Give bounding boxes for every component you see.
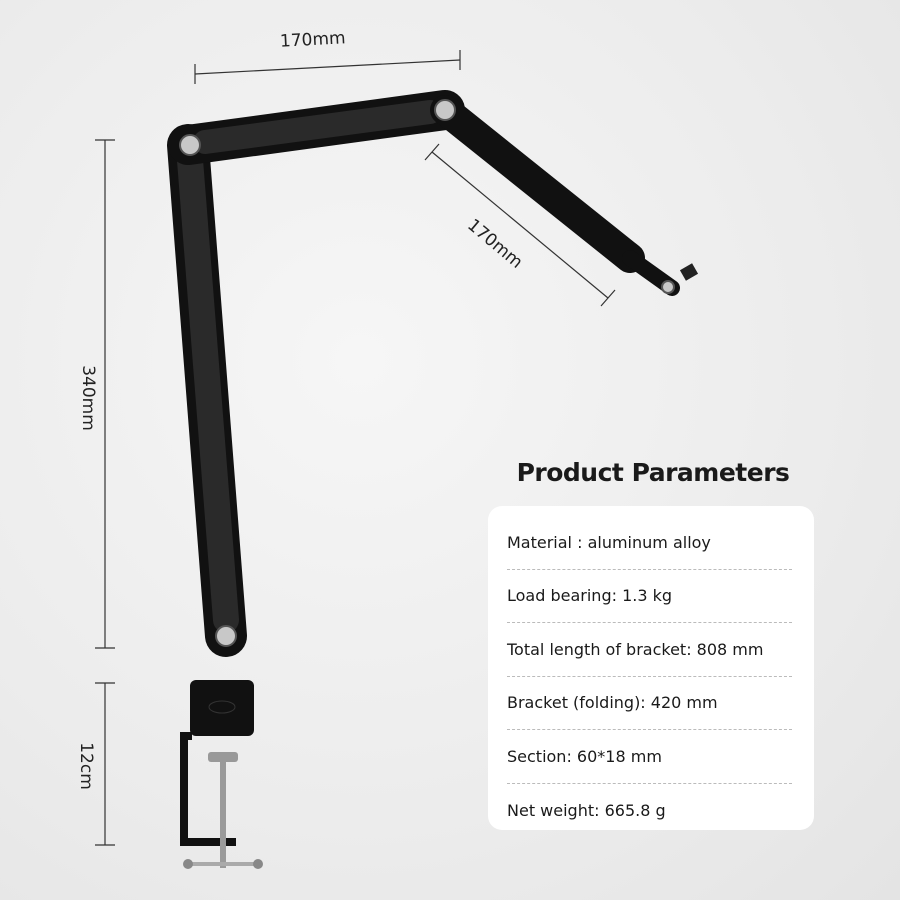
top-arm-dimension: 170mm bbox=[279, 28, 347, 52]
lower-arm-dimension: 340mm bbox=[77, 365, 98, 431]
clamp-dimension: 12cm bbox=[75, 742, 96, 790]
parameters-title: Product Parameters bbox=[516, 458, 790, 487]
joint-bolts bbox=[179, 99, 675, 647]
desk-clamp bbox=[180, 680, 263, 869]
dimension-lines bbox=[95, 50, 616, 846]
arm-segments bbox=[167, 90, 680, 657]
parameter-row: Total length of bracket: 808 mm bbox=[507, 623, 792, 677]
parameter-row: Material : aluminum alloy bbox=[507, 516, 792, 570]
parameter-row: Bracket (folding): 420 mm bbox=[507, 677, 792, 730]
parameter-row: Section: 60*18 mm bbox=[507, 730, 792, 784]
parameter-row: Net weight: 665.8 g bbox=[507, 800, 666, 820]
mic-mount bbox=[679, 263, 699, 281]
parameters-card: Material : aluminum alloy Load bearing: … bbox=[488, 506, 814, 830]
parameter-row: Load bearing: 1.3 kg bbox=[507, 570, 792, 623]
